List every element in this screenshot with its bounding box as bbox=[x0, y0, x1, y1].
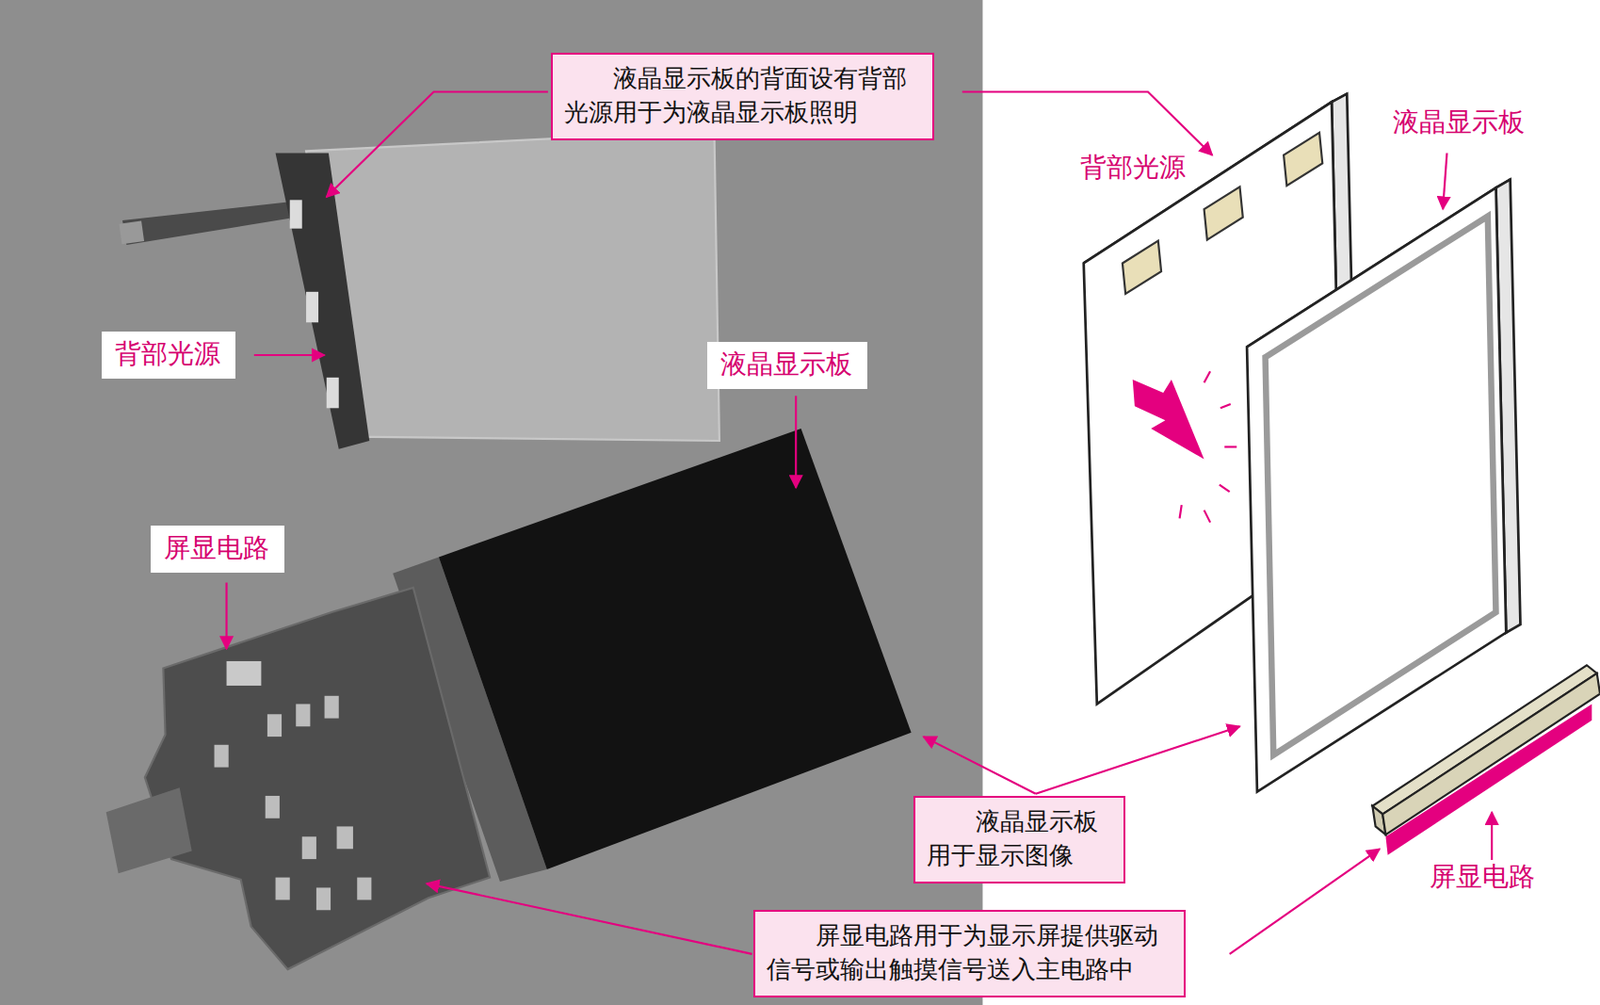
photo-ground bbox=[0, 0, 983, 1005]
light-arrow bbox=[1132, 379, 1205, 459]
leader-line bbox=[923, 736, 1036, 794]
leader-line bbox=[225, 582, 227, 649]
backlight-strip bbox=[275, 152, 371, 449]
ribbon-contacts bbox=[118, 220, 145, 244]
component bbox=[265, 795, 280, 819]
leader-line bbox=[426, 883, 753, 954]
circuit-strip bbox=[1385, 703, 1592, 855]
connector-front bbox=[1382, 673, 1600, 835]
ray bbox=[1179, 504, 1182, 518]
led bbox=[306, 291, 319, 323]
led bbox=[1204, 186, 1244, 240]
led bbox=[1122, 241, 1162, 294]
ray bbox=[1204, 510, 1212, 523]
component bbox=[267, 713, 282, 737]
leader-line bbox=[1035, 726, 1241, 793]
component bbox=[302, 836, 317, 859]
part-name: 液晶显示板 bbox=[1389, 105, 1528, 140]
part-label: 背部光源 bbox=[101, 331, 236, 379]
callout-text: 液晶显示板用于显示图像 bbox=[926, 805, 1111, 873]
callout-text: 屏显电路用于为显示屏提供驱动信号或输出触摸信号送入主电路中 bbox=[766, 919, 1171, 987]
callout-box: 液晶显示板的背面设有背部光源用于为液晶显示板照明 bbox=[550, 52, 935, 141]
component bbox=[337, 825, 354, 849]
callout-box: 屏显电路用于为显示屏提供驱动信号或输出触摸信号送入主电路中 bbox=[753, 909, 1186, 998]
part-label: 屏显电路 bbox=[150, 525, 285, 573]
lcd-panel-photo bbox=[438, 428, 912, 870]
lcd-screen bbox=[1265, 216, 1497, 756]
component bbox=[324, 695, 340, 719]
backlight-ribbon bbox=[122, 201, 291, 244]
callout-box: 液晶显示板用于显示图像 bbox=[913, 795, 1126, 884]
component bbox=[295, 703, 310, 727]
ray bbox=[1219, 484, 1230, 493]
component bbox=[356, 877, 372, 901]
part-name: 屏显电路 bbox=[163, 531, 272, 566]
led bbox=[326, 377, 340, 408]
leader-line bbox=[254, 354, 325, 356]
led bbox=[1283, 132, 1323, 186]
part-name: 屏显电路 bbox=[1426, 859, 1538, 894]
leader-line bbox=[1442, 152, 1447, 210]
backlight-sheet bbox=[306, 130, 720, 441]
pcb-board bbox=[145, 587, 490, 970]
leader-line bbox=[1490, 811, 1493, 865]
leader-line bbox=[1229, 848, 1380, 954]
part-name: 背部光源 bbox=[1077, 150, 1189, 185]
pcb-flex bbox=[106, 787, 193, 873]
ray bbox=[1220, 404, 1231, 408]
component bbox=[275, 877, 291, 901]
pcb-components bbox=[214, 695, 372, 910]
component bbox=[316, 887, 331, 910]
part-name: 背部光源 bbox=[114, 337, 223, 372]
callout-text: 液晶显示板的背面设有背部光源用于为液晶显示板照明 bbox=[564, 62, 920, 130]
leader-line bbox=[794, 395, 797, 487]
light-rays bbox=[1179, 371, 1238, 522]
part-name: 液晶显示板 bbox=[720, 347, 855, 382]
ray bbox=[1224, 445, 1237, 448]
leader-line bbox=[326, 91, 549, 197]
ray bbox=[1204, 371, 1212, 383]
pcb-connector bbox=[226, 661, 262, 686]
component bbox=[214, 744, 229, 768]
led bbox=[290, 199, 303, 228]
connector-top bbox=[1372, 664, 1597, 814]
leader-line bbox=[962, 91, 1213, 155]
part-label: 液晶显示板 bbox=[707, 341, 868, 389]
leader-lines bbox=[226, 91, 1493, 954]
lcd-panel bbox=[1246, 187, 1506, 792]
